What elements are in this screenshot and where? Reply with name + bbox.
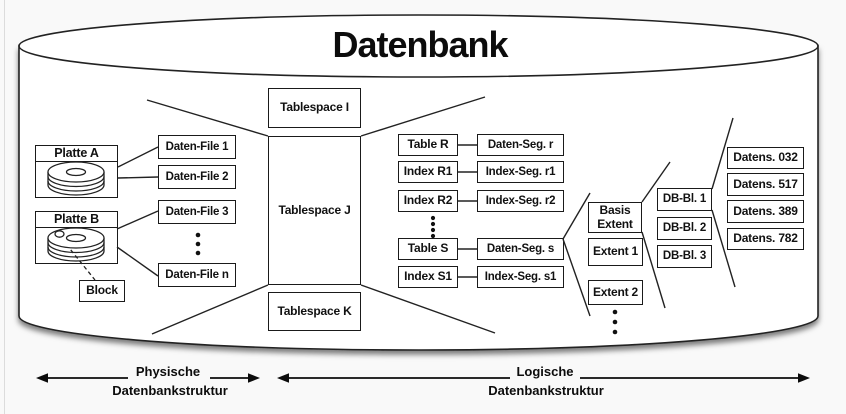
db-bl-2-box: DB-Bl. 2 bbox=[657, 217, 712, 240]
datens-517-box: Datens. 517 bbox=[727, 173, 804, 196]
index-s1-box: Index S1 bbox=[398, 266, 458, 288]
physische-label-line2: Datenbankstruktur bbox=[112, 383, 228, 398]
db-bl-3-box: DB-Bl. 3 bbox=[657, 245, 712, 268]
tablespace-j-box: Tablespace J bbox=[268, 136, 361, 285]
tablespace-i-box: Tablespace I bbox=[268, 88, 361, 128]
table-s-box: Table S bbox=[398, 238, 458, 260]
index-seg-r1-box: Index-Seg. r1 bbox=[477, 161, 564, 183]
daten-file-3-box: Daten-File 3 bbox=[158, 200, 236, 224]
platte-a-label: Platte A bbox=[36, 146, 117, 162]
index-seg-r2-box: Index-Seg. r2 bbox=[477, 190, 564, 212]
physische-label: Physische bbox=[135, 364, 201, 379]
platte-b-label: Platte B bbox=[36, 212, 117, 228]
daten-seg-s-box: Daten-Seg. s bbox=[477, 238, 564, 260]
extent-2-box: Extent 2 bbox=[588, 280, 643, 305]
daten-file-1-box: Daten-File 1 bbox=[158, 135, 236, 159]
cylinder-top-ellipse bbox=[18, 14, 819, 78]
datens-389-box: Datens. 389 bbox=[727, 200, 804, 223]
db-bl-1-box: DB-Bl. 1 bbox=[657, 188, 712, 211]
datens-032-box: Datens. 032 bbox=[727, 147, 804, 169]
database-title: Datenbank bbox=[332, 24, 508, 65]
daten-file-2-box: Daten-File 2 bbox=[158, 165, 236, 189]
logische-label-line2: Datenbankstruktur bbox=[488, 383, 604, 398]
logische-label: Logische bbox=[516, 364, 574, 379]
datens-782-box: Datens. 782 bbox=[727, 228, 804, 250]
platte-a-box: Platte A bbox=[35, 145, 118, 198]
daten-file-n-box: Daten-File n bbox=[158, 263, 236, 287]
index-r1-box: Index R1 bbox=[398, 161, 458, 183]
page-edge-line bbox=[4, 0, 5, 414]
basis-extent-box: Basis Extent bbox=[588, 202, 642, 233]
extent-1-box: Extent 1 bbox=[588, 238, 643, 266]
daten-seg-r-box: Daten-Seg. r bbox=[477, 134, 564, 156]
tablespace-k-box: Tablespace K bbox=[268, 292, 361, 331]
table-r-box: Table R bbox=[398, 134, 458, 156]
index-r2-box: Index R2 bbox=[398, 190, 458, 212]
index-seg-s1-box: Index-Seg. s1 bbox=[477, 266, 564, 288]
block-box: Block bbox=[79, 280, 125, 302]
platte-b-box: Platte B bbox=[35, 211, 118, 264]
